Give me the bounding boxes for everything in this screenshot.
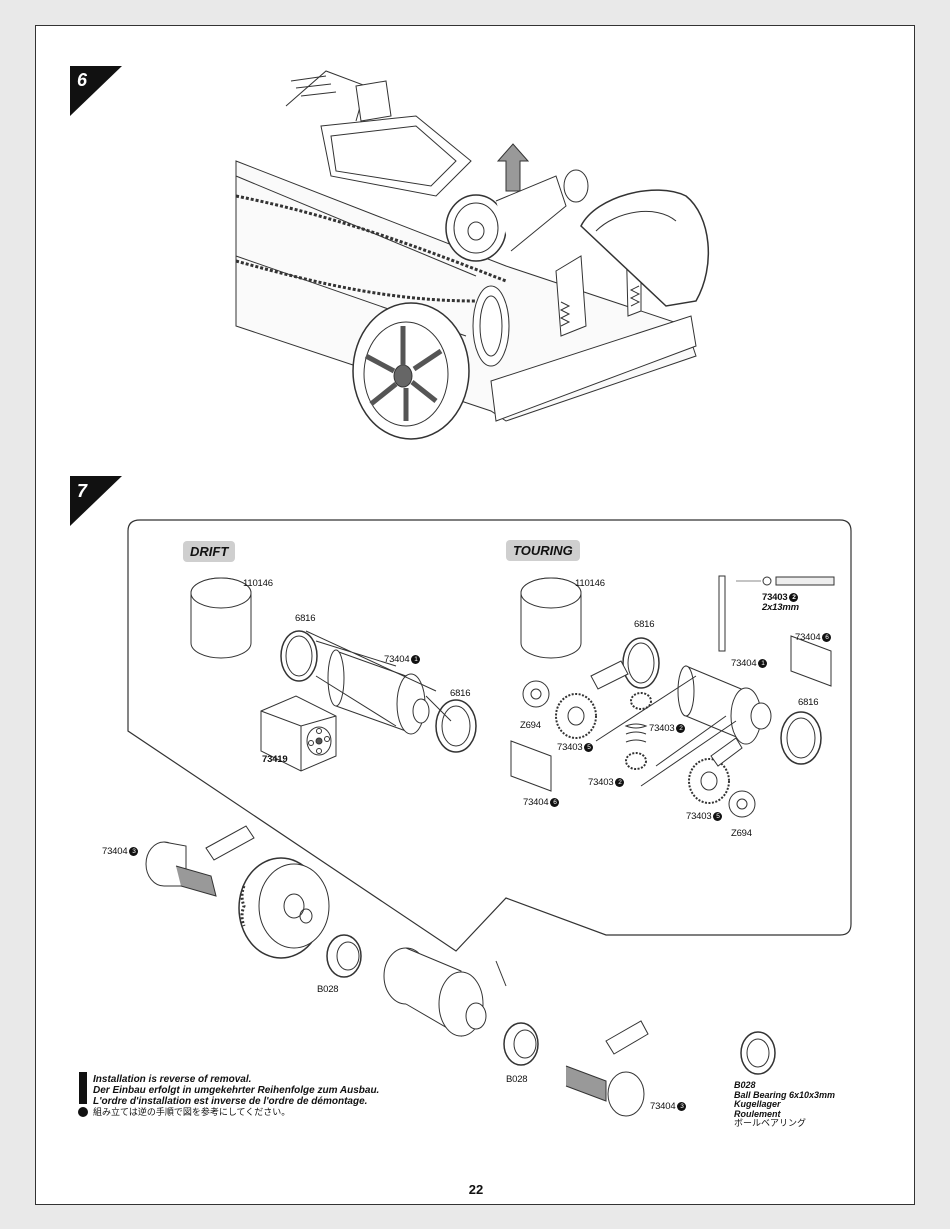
main-assembly-parts [145, 825, 776, 1117]
drift-section-tag: DRIFT [183, 541, 236, 562]
part-label: 73419 [262, 754, 288, 765]
part-label: 110146 [243, 578, 273, 589]
manual-page: 6 7 [35, 25, 915, 1205]
note-en: Installation is reverse of removal. [93, 1074, 252, 1085]
part-label: 6816 [450, 688, 471, 699]
part-label: B028 [317, 984, 339, 995]
installation-note: Installation is reverse of removal. Der … [93, 1074, 379, 1118]
callout-box [127, 519, 852, 952]
bearing-legend: B028 Ball Bearing 6x10x3mm Kugellager Ro… [734, 1080, 836, 1128]
touring-parts [510, 575, 835, 818]
step-7-badge [70, 476, 122, 526]
drift-parts [190, 577, 477, 772]
step-7-number: 7 [77, 481, 88, 501]
note-ja: 組み立ては逆の手順で図を参考にしてください。 [93, 1107, 291, 1117]
exploded-view-illustration [127, 70, 852, 1117]
step-6-badge [70, 66, 122, 116]
part-label: 6816 [295, 613, 316, 624]
note-de: Der Einbau erfolgt in umgekehrter Reihen… [93, 1085, 380, 1096]
touring-section-tag: TOURING [506, 540, 580, 561]
note-fr: L'ordre d'installation est inverse de l'… [93, 1096, 368, 1107]
part-label: 6816 [634, 619, 655, 630]
part-label: Z694 [731, 828, 752, 839]
part-label: 110146 [575, 578, 605, 589]
part-label: B028 [506, 1074, 528, 1085]
step-6-number: 6 [77, 70, 88, 90]
part-label: 6816 [798, 697, 819, 708]
car-chassis-drawing [235, 70, 710, 440]
warning-exclamation-icon [78, 1072, 88, 1117]
part-label: Z694 [520, 720, 541, 731]
page-number: 22 [468, 1182, 484, 1197]
